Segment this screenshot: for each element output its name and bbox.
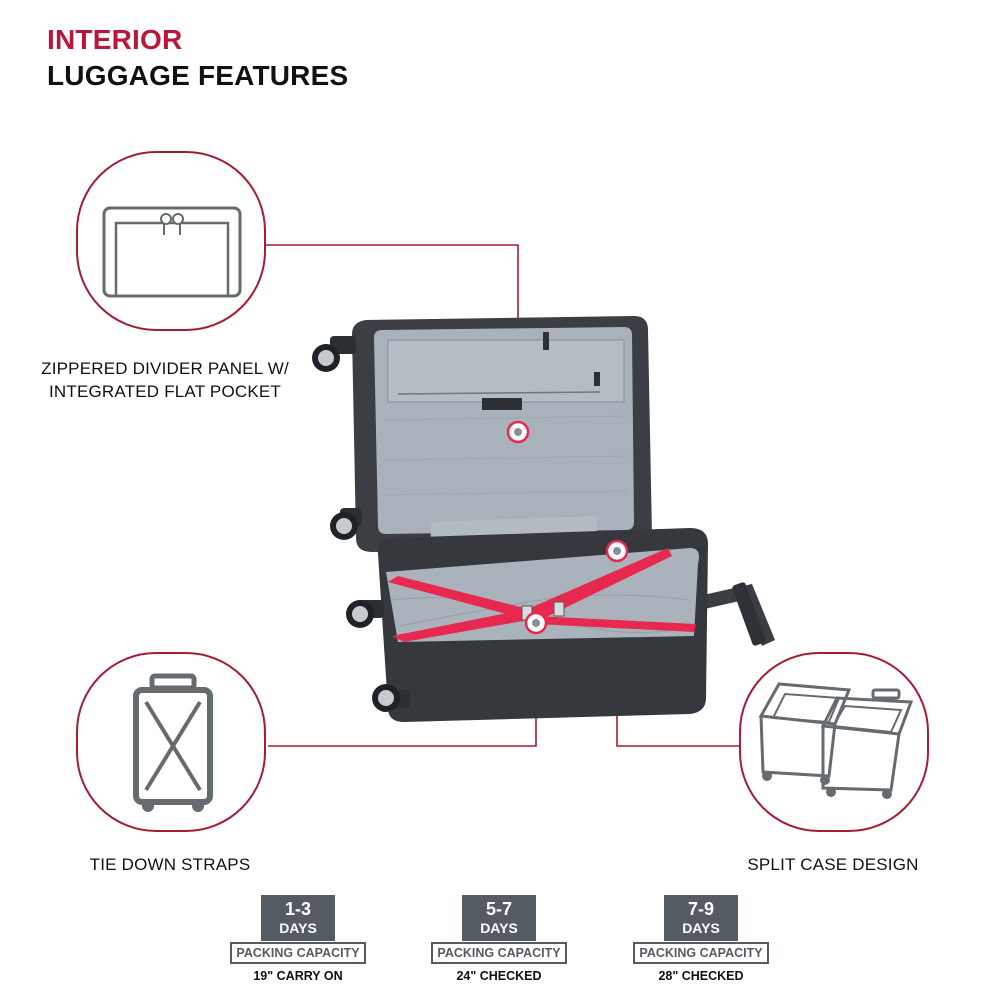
badge-days-box: 7-9 DAYS (664, 895, 738, 941)
capacity-badge-24-checked: 5-7 DAYS PACKING CAPACITY 24" CHECKED (429, 895, 569, 983)
label-tie-down-straps: TIE DOWN STRAPS (89, 855, 251, 874)
title-interior: INTERIOR (47, 24, 183, 55)
connector-divider-panel (266, 244, 519, 432)
badge-days-unit: DAYS (480, 920, 518, 936)
badge-days-range: 7-9 (687, 899, 714, 919)
lid-lining (374, 327, 634, 534)
callout-split-case (739, 652, 929, 832)
bottom-shell (377, 528, 708, 722)
badge-days-range: 5-7 (485, 899, 512, 919)
hotspot-divider-panel (506, 420, 530, 444)
spinner-wheels (312, 336, 410, 712)
capacity-badge-28-checked: 7-9 DAYS PACKING CAPACITY 28" CHECKED (631, 895, 771, 983)
badge-days-range: 1-3 (284, 899, 311, 919)
tie-down-strap-graphics (388, 548, 696, 642)
connector-tie-down-straps (268, 623, 537, 747)
badge-packing-capacity: PACKING CAPACITY (431, 942, 567, 964)
title-luggage-features: LUGGAGE FEATURES (47, 60, 349, 91)
badge-days-box: 1-3 DAYS (261, 895, 335, 941)
split-case-icon (758, 682, 914, 799)
connector-split-case (616, 551, 744, 747)
badge-luggage-size: 19" CARRY ON (253, 969, 343, 983)
label-split-case: SPLIT CASE DESIGN (747, 855, 919, 874)
capacity-badge-carry-on: 1-3 DAYS PACKING CAPACITY 19" CARRY ON (228, 895, 368, 983)
divider-panel-icon (102, 206, 242, 298)
hotspot-tie-down-straps (524, 611, 548, 635)
bottom-lining (386, 548, 699, 642)
badge-packing-capacity: PACKING CAPACITY (633, 942, 769, 964)
badge-luggage-size: 28" CHECKED (658, 969, 744, 983)
badge-days-box: 5-7 DAYS (462, 895, 536, 941)
tie-down-straps-icon (133, 673, 213, 812)
label-divider-panel: ZIPPERED DIVIDER PANEL W/ INTEGRATED FLA… (41, 359, 289, 401)
callout-tie-down-straps (76, 652, 266, 832)
badge-days-unit: DAYS (682, 920, 720, 936)
badge-luggage-size: 24" CHECKED (456, 969, 542, 983)
badge-packing-capacity: PACKING CAPACITY (230, 942, 366, 964)
telescoping-handle (690, 582, 775, 646)
lid-shell (352, 316, 652, 552)
callout-divider-panel (76, 151, 266, 331)
badge-days-unit: DAYS (279, 920, 317, 936)
hotspot-split-case (605, 539, 629, 563)
